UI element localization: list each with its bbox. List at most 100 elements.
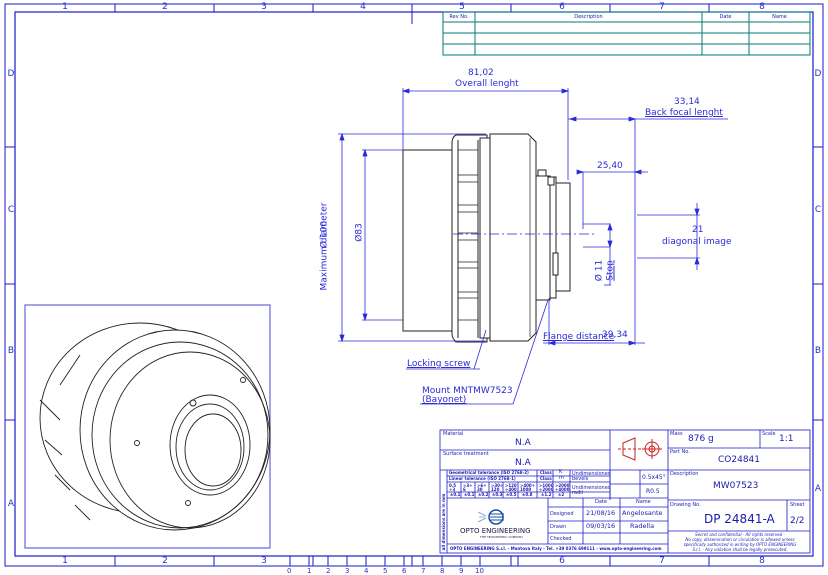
stop-diameter-value: Ø 11 [594,259,605,282]
description-label: Description [670,471,699,477]
drawn-label: Drawn [550,524,567,530]
zone-row-b: B [7,346,15,356]
undim-radii-label: Undimensioned radii [572,485,611,496]
mount-callout-line1: Mount MNTMW7523 [422,386,513,396]
zone-row-c: C [7,205,15,215]
overall-length-value: 81,02 [468,68,494,78]
undim-bevels-value: 0.5x45° [642,474,666,481]
tol-range-5: >400÷ 1000 [520,483,536,492]
confidential-line-1: Secret and confidential - All rights res… [695,532,785,537]
tol-range-6: >1000 ÷2000 [539,483,554,492]
material-label: Material [443,431,464,437]
rev-header-name: Name [772,14,787,20]
surface-treatment-value: N.A [515,458,531,468]
zone-row-d: D [7,69,15,79]
scale-tick: 7 [421,567,426,575]
scale-label: Scale [762,431,776,437]
bayonet-mount [555,182,571,292]
locking-screw-callout: Locking screw [407,359,471,369]
scale-tick: 0 [287,567,292,575]
rev-header-rev-no: Rev No. [449,14,469,20]
mass-value: 876 g [688,434,714,444]
diagonal-image-value: 21 [692,225,704,235]
front-barrel [402,149,459,332]
zone-col-8: 8 [759,2,765,12]
tol-range-1: >3÷ 6 [463,483,473,492]
part-no-value: CO24841 [718,455,760,465]
stop-label: Stop [605,260,616,281]
scale-bar [289,555,519,567]
revision-table [442,11,811,56]
overall-length-label: Overall lenght [455,79,519,89]
rev-header-description: Description [574,14,603,20]
sheet-value: 2/2 [790,516,805,526]
units-note: all dimensions are in mm [441,493,446,551]
tol-range-4: >120 ÷400 [505,483,517,492]
tol-value-1: ±0.1 [464,492,475,497]
part-no-label: Part No. [670,449,690,455]
description-value: MW07523 [713,481,759,491]
scale-tick: 5 [383,567,388,575]
designed-date: 21/08/16 [586,509,616,517]
title-block [439,429,811,554]
designed-name: Angelosante [622,509,663,517]
tol-range-7: >2000 ÷4000 [555,483,570,492]
tol-value-2: ±0.2 [478,492,489,497]
zone-col-3: 3 [261,2,267,12]
inner-diameter-value: Ø83 [354,223,365,242]
back-focal-length-value: 33,14 [674,97,700,107]
name-header: Name [636,499,651,505]
drawn-date: 09/03/16 [586,522,616,530]
zone-col-2-bottom: 2 [162,556,168,566]
tol-value-5: ±0.8 [522,492,533,497]
sheet-label: Sheet [790,502,805,508]
projection-symbol-icon [618,437,662,461]
confidential-line-4: S.r.l. - Any violation shall be legally … [692,547,788,552]
lens-side-view [402,133,571,343]
drawing-no-label: Drawing No. [670,502,701,508]
zone-row-a: A [7,499,15,509]
zone-col-1-bottom: 1 [62,556,68,566]
company-tagline: THE TELECENTRIC COMPANY [480,535,524,539]
geometric-tolerance-label: Geometrical tolerance (ISO 2768-2) [449,470,529,475]
zone-col-7-bottom: 7 [659,556,665,566]
class-label-linear: Class [540,476,552,481]
back-focal-length-label: Back focal lenght [645,108,723,118]
company-footer: OPTO ENGINEERING S.r.l. - Mantova Italy … [450,546,662,551]
class-linear-value: m [559,475,564,481]
flange-distance-value: 39,34 [602,330,628,340]
zone-row-d-right: D [814,69,822,79]
surface-treatment-label: Surface treatment [443,451,489,457]
checked-label: Checked [550,536,572,542]
date-header: Date [595,499,607,505]
company-name: OPTO ENGINEERING [460,527,531,535]
mass-label: Mass [670,431,683,437]
tol-range-2: >6÷ 30 [477,483,487,492]
class-label-geom: Class [540,470,552,475]
tol-value-7: ±2 [558,492,565,497]
tol-value-4: ±0.5 [506,492,517,497]
scale-tick: 4 [364,567,369,575]
drawing-no-value: DP 24841-A [704,512,775,526]
scale-tick: 6 [402,567,407,575]
zone-row-a-right: A [814,484,822,494]
undim-bevels-label: Undimensioned bevels [572,471,611,482]
confidential-line-2: No copy, dissemination or circulation is… [685,537,795,542]
material-value: N.A [515,438,531,448]
class-geom-value: K [559,469,563,475]
diagonal-image-label: diagonal image [662,237,732,247]
zone-col-1: 1 [62,2,68,12]
tol-range-0: 0.5 ÷3 [449,483,457,492]
zone-row-c-right: C [814,205,822,215]
zone-col-6-bottom: 6 [559,556,565,566]
tol-value-6: ±1.2 [541,492,552,497]
zone-col-2: 2 [162,2,168,12]
confidential-line-3: specifically authorized in writing by OP… [683,542,797,547]
company-logo-icon [477,509,504,525]
designed-label: Designed [550,511,574,517]
flange-distance-label: Flange distance [543,332,615,342]
zone-col-4: 4 [360,2,366,12]
linear-tolerance-label: Linear tolerance (ISO 2768-1) [449,476,516,481]
isometric-view [24,304,271,549]
